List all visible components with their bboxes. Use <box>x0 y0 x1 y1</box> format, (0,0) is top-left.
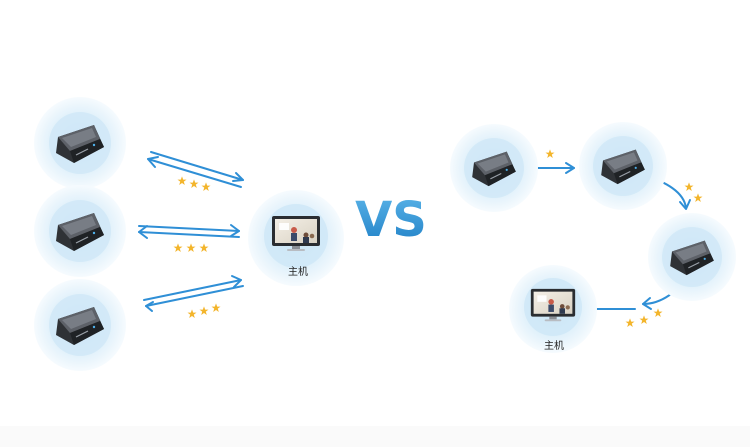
left-speaker-1 <box>34 97 126 189</box>
link-arrow-middle <box>138 224 240 239</box>
star-icon <box>625 318 635 327</box>
left-hub: 主机 <box>248 190 344 286</box>
host-monitor-icon <box>530 288 576 322</box>
star-icon <box>199 243 209 252</box>
hub-label: 主机 <box>544 339 564 352</box>
star-icon <box>211 303 221 312</box>
right-speaker-2 <box>579 122 667 210</box>
right-speaker-3 <box>648 213 736 301</box>
star-icon <box>173 243 183 252</box>
left-star-topology: 主机 <box>34 97 344 371</box>
footer-band <box>0 426 750 447</box>
left-speaker-2 <box>34 185 126 277</box>
left-stars <box>173 176 221 318</box>
host-monitor-icon <box>272 216 320 251</box>
star-icon <box>653 308 663 317</box>
star-icon <box>639 315 649 324</box>
star-icon <box>684 182 694 191</box>
right-speaker-1 <box>450 124 538 212</box>
star-icon <box>177 176 187 185</box>
vs-label: VS <box>355 192 427 248</box>
right-chain-topology: 主机 <box>450 122 736 353</box>
link-arrow-bottom <box>143 275 244 312</box>
star-icon <box>199 306 209 315</box>
right-hub: 主机 <box>509 265 597 353</box>
star-icon <box>201 182 211 191</box>
star-icon <box>186 243 196 252</box>
star-icon <box>545 149 555 158</box>
star-icon <box>187 309 197 318</box>
left-speaker-3 <box>34 279 126 371</box>
hub-label: 主机 <box>288 265 308 278</box>
star-icon <box>189 179 199 188</box>
link-arrow-top <box>147 151 244 188</box>
star-icon <box>693 193 703 202</box>
left-links <box>138 151 244 312</box>
